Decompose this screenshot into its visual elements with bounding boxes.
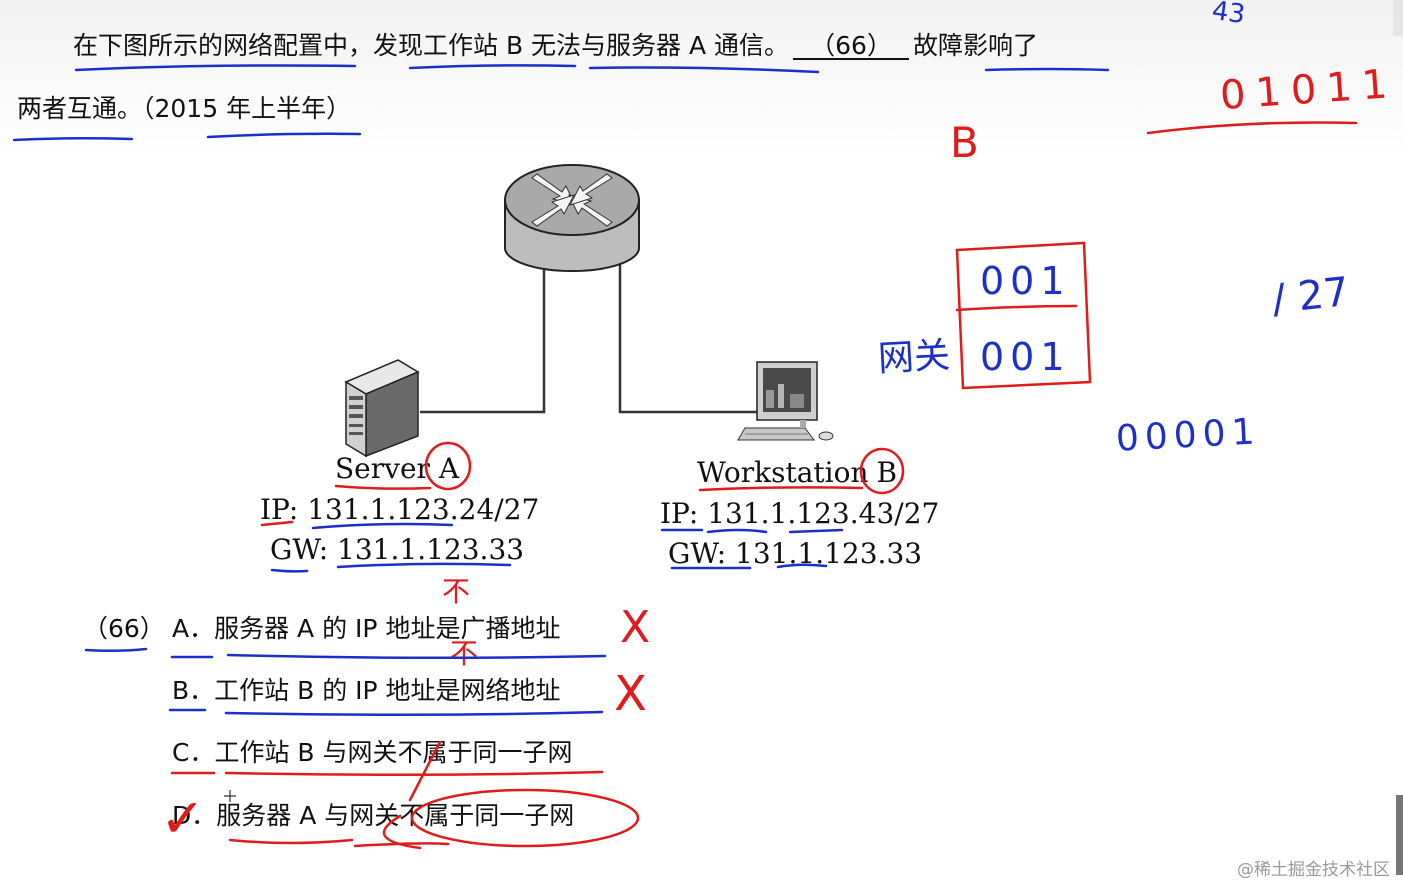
mark-a-cross-icon: X: [620, 602, 651, 653]
annotation-binary-01011: 01011: [1218, 60, 1399, 120]
annotation-slash-27: / 27: [1269, 269, 1352, 323]
workstation-gw: GW: 131.1.123.33: [668, 540, 922, 568]
server-link: [420, 262, 546, 414]
question-line-1: 在下图所示的网络配置中，发现工作站 B 无法与服务器 A 通信。（66）故障影响…: [73, 33, 1038, 60]
server-id: A: [438, 452, 460, 485]
workstation-gw-label: GW: [668, 537, 717, 570]
option-b-letter: B．: [172, 676, 215, 705]
server-ip-value: : 131.1.123.24/27: [288, 493, 540, 526]
answer-blank: （66）: [793, 33, 910, 60]
option-d[interactable]: D．服务器 A 与网关不属于同一子网: [172, 803, 574, 828]
mark-d-check-icon: ✓: [160, 787, 206, 850]
server-name: Server: [335, 452, 430, 485]
option-a-text: 服务器 A 的 IP 地址是广播地址: [214, 614, 561, 643]
workstation-ip: IP: 131.1.123.43/27: [660, 500, 939, 528]
scrollbar-top[interactable]: [1393, 0, 1403, 36]
option-a-letter: A．: [172, 614, 215, 643]
option-b[interactable]: B．工作站 B 的 IP 地址是网络地址: [172, 678, 561, 703]
workstation-name: Workstation: [697, 456, 869, 489]
workstation-link: [618, 262, 765, 414]
annotation-not-1: 不: [442, 575, 471, 608]
options-number: （66）: [83, 614, 165, 643]
workstation-gw-value: : 131.1.123.33: [716, 537, 923, 570]
question-text-b: 故障影响了: [913, 31, 1039, 60]
annotation-gateway: 网关: [876, 335, 952, 380]
annotation-not-2: 不: [450, 637, 479, 670]
option-c-letter: C．: [172, 738, 215, 767]
question-text-a: 在下图所示的网络配置中，发现工作站 B 无法与服务器 A 通信。: [73, 31, 790, 60]
server-icon: [344, 359, 420, 458]
watermark: @稀土掘金技术社区: [1237, 860, 1390, 880]
workstation-ip-value: : 131.1.123.43/27: [688, 497, 940, 530]
option-d-text: 服务器 A 与网关不属于同一子网: [216, 801, 575, 830]
scrollbar-thumb[interactable]: [1396, 795, 1403, 875]
server-gw-value: : 131.1.123.33: [318, 533, 525, 566]
option-d-letter: D．: [172, 801, 217, 830]
annotation-binary-00001: 00001: [1115, 411, 1262, 460]
option-c[interactable]: C．工作站 B 与网关不属于同一子网: [172, 740, 573, 765]
question-line-2: 两者互通。（2015 年上半年）: [17, 94, 352, 123]
annotation-box-bottom: 001: [980, 335, 1071, 379]
server-ip-label: IP: [260, 493, 289, 526]
mark-b-cross-icon: X: [614, 666, 647, 722]
server-label: Server A: [335, 455, 459, 483]
workstation-ip-label: IP: [660, 497, 689, 530]
workstation-id: B: [876, 456, 898, 489]
router-icon: [504, 164, 640, 272]
annotation-box-top: 001: [980, 259, 1071, 303]
server-gw-label: GW: [270, 533, 319, 566]
option-b-text: 工作站 B 的 IP 地址是网络地址: [214, 676, 561, 705]
server-ip: IP: 131.1.123.24/27: [260, 496, 539, 524]
option-c-text: 工作站 B 与网关不属于同一子网: [214, 738, 573, 767]
workstation-icon: [737, 361, 834, 441]
server-gw: GW: 131.1.123.33: [270, 536, 524, 564]
option-a[interactable]: A．服务器 A 的 IP 地址是广播地址: [172, 616, 560, 641]
annotation-43: 43: [1210, 0, 1248, 31]
annotation-letter-b: B: [950, 118, 979, 167]
